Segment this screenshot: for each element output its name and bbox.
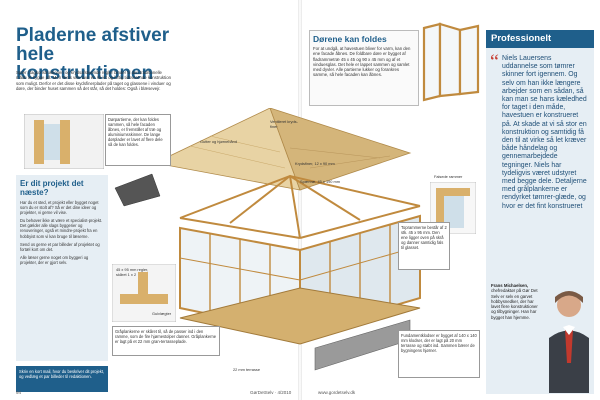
label-ventilation: Ventileret kryds-finer xyxy=(270,119,298,129)
callout-stones: Fundamentklodser er bygget af 140 x 140 … xyxy=(398,330,480,378)
wall-detail-illustration xyxy=(24,114,104,169)
folding-doors-illustration xyxy=(422,22,480,102)
project-box-paragraph-1: Har du et sted, et projekt eller bygget … xyxy=(20,200,99,216)
project-box-title: Er dit projekt det næste? xyxy=(20,179,84,197)
label-rafter: Spærtræ, 45 x 190 mm xyxy=(300,179,341,184)
pro-bio: Frans Michaelsen, chefredaktør på Gør De… xyxy=(491,283,543,320)
sill-detail-illustration xyxy=(112,264,176,322)
article-intro: Spær i tagkonstruktionen og krydsafstive… xyxy=(16,70,172,91)
label-measure: 45 x 95 mm regler, skåret 1 x 2 xyxy=(116,267,149,277)
quote-mark-icon: “ xyxy=(490,51,499,73)
left-footer-center: GørDetSelv · 4/2010 xyxy=(250,390,292,395)
doors-box-title: Dørene kan foldes xyxy=(313,34,387,44)
label-gutter: Gutter og hjørnebånd xyxy=(200,139,237,144)
rafter-frame xyxy=(179,174,421,239)
label-floor-sill: Gulvlægter xyxy=(152,311,172,316)
editor-portrait xyxy=(545,283,593,393)
right-footer-center: www.gordetselv.dk xyxy=(318,390,356,395)
pro-bio-text: chefredaktør på Gør Det Selv er selv en … xyxy=(491,288,538,320)
left-folio: 94 xyxy=(16,390,22,395)
article-headline: Pladerne afstiver hele konstruktionen xyxy=(16,25,170,84)
page-gutter xyxy=(298,0,302,400)
callout-door-frames: Dørpartierne, der kan foldes sammen, så … xyxy=(105,114,171,166)
label-foundation: 22 mm terrasse xyxy=(233,367,261,372)
roof-membrane xyxy=(114,173,161,207)
project-box-paragraph-4: Alle læser gerne noget om byggeri og pro… xyxy=(20,254,89,265)
project-box-paragraph-2: Du behøver ikke at være et specialist-pr… xyxy=(20,218,103,239)
label-frame-grooves: Falsede rammer xyxy=(434,174,463,179)
label-roof-sheet: Krydsfiner, 12 x 90 mm xyxy=(295,161,335,166)
doors-info-box: Dørene kan foldes For at undgå, at haves… xyxy=(309,30,419,106)
project-box-paragraph-3: Send os gerne et par billeder af projekt… xyxy=(20,241,100,252)
project-submission-box: Er dit projekt det næste? Har du et sted… xyxy=(16,175,108,361)
doors-box-text: For at undgå, at havestuen bliver for va… xyxy=(313,46,411,78)
pro-bio-name: Frans Michaelsen, xyxy=(491,283,529,288)
gazebo-exploded-illustration xyxy=(114,108,421,371)
project-box-footer: Skriv en kort mail, hvor du beskriver di… xyxy=(16,366,108,392)
callout-top-sill: Toprammerne består af 2 stk. 45 x 95 mm.… xyxy=(398,222,450,270)
pro-sidebar-header: Professionelt xyxy=(486,30,594,48)
callout-base: Gråplankerne er skåret til, så de passer… xyxy=(112,326,220,356)
pro-quote: Niels Lauersens uddannelse som tømrer sk… xyxy=(502,55,587,210)
roof-pyramid xyxy=(153,108,412,191)
floor-deck xyxy=(179,287,421,345)
